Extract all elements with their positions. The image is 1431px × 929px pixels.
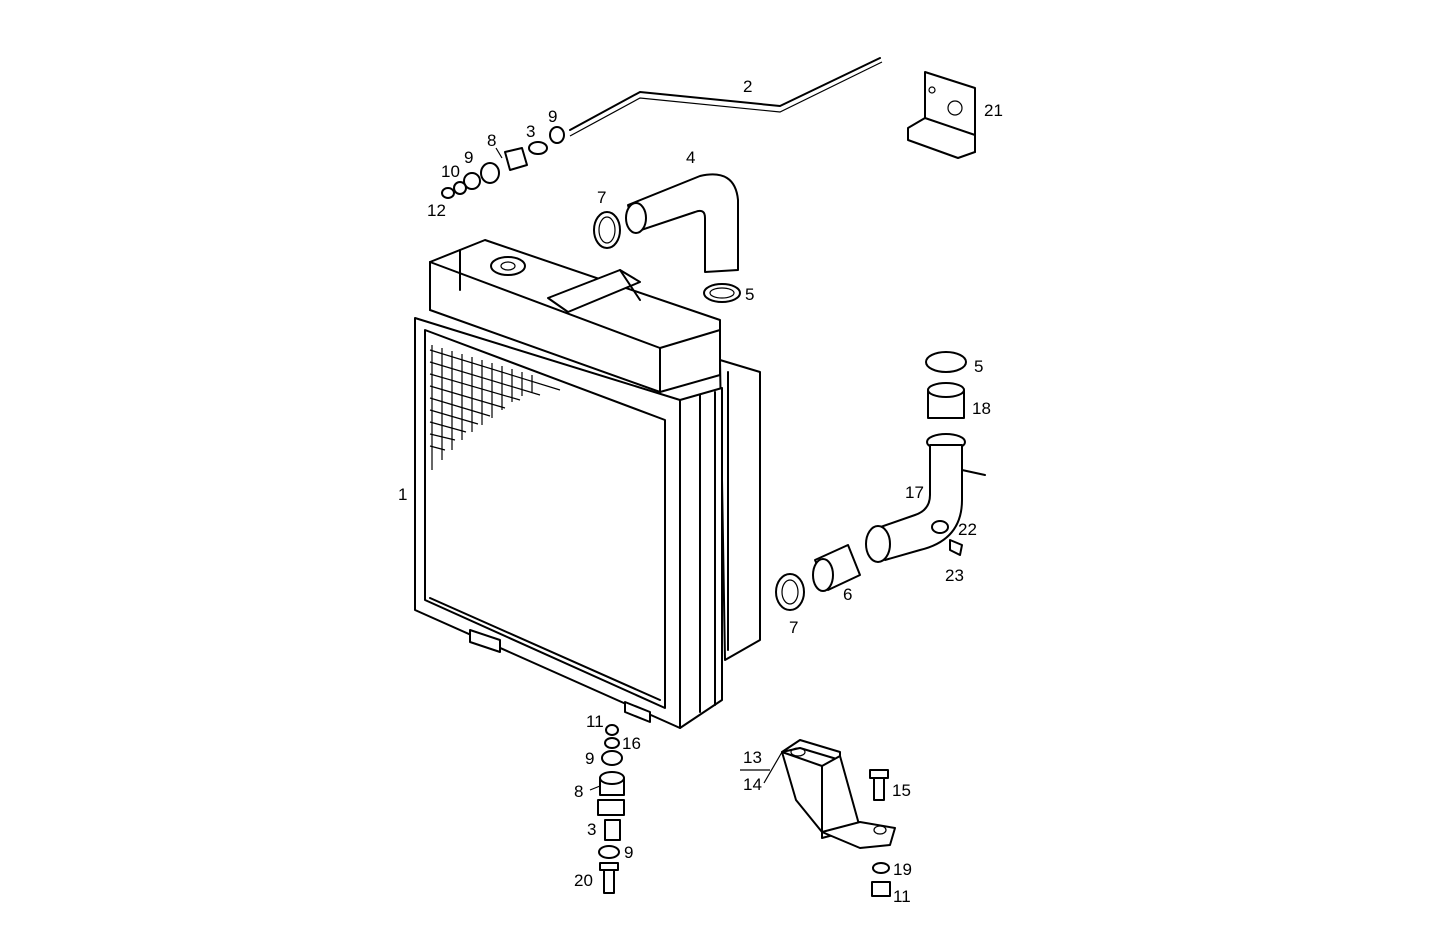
callout-1: 1 — [398, 485, 407, 504]
callout-9-mid: 9 — [464, 148, 473, 167]
callout-8-top: 8 — [487, 131, 496, 150]
callout-22: 22 — [958, 520, 977, 539]
callout-20: 20 — [574, 871, 593, 890]
tie-rod — [569, 57, 883, 137]
lower-hose — [775, 351, 986, 611]
callout-16: 16 — [622, 734, 641, 753]
callout-10: 10 — [441, 162, 460, 181]
callout-11-left: 11 — [586, 712, 604, 731]
upper-hose — [593, 173, 741, 303]
callout-9-top: 9 — [548, 107, 557, 126]
callout-23: 23 — [945, 566, 964, 585]
bracket-13-14 — [781, 739, 896, 897]
callout-3-lower: 3 — [587, 820, 596, 839]
leader-lines — [495, 147, 783, 791]
callout-7-bottom: 7 — [789, 618, 798, 637]
callout-13: 13 — [743, 748, 762, 767]
radiator-mesh — [429, 345, 561, 470]
callout-11-right: 11 — [893, 887, 911, 906]
callout-18: 18 — [972, 399, 991, 418]
callout-21: 21 — [984, 101, 1003, 120]
callout-9-lower: 9 — [585, 749, 594, 768]
callout-17: 17 — [905, 483, 924, 502]
callout-12: 12 — [427, 201, 446, 220]
callout-7-top: 7 — [597, 188, 606, 207]
callout-8-lower: 8 — [574, 782, 583, 801]
callout-4: 4 — [686, 148, 695, 167]
callout-14: 14 — [743, 775, 762, 794]
callout-5-right: 5 — [974, 357, 983, 376]
callout-19: 19 — [893, 860, 912, 879]
callout-2: 2 — [743, 77, 752, 96]
bottom-mount-stack — [597, 724, 625, 894]
radiator-body — [414, 239, 761, 729]
callout-5-top: 5 — [745, 285, 754, 304]
bracket-21 — [907, 71, 976, 159]
callout-6: 6 — [843, 585, 852, 604]
rod-fittings-top — [441, 126, 565, 199]
callout-3-top: 3 — [526, 122, 535, 141]
callout-9-bottom: 9 — [624, 843, 633, 862]
callouts: 1 2 9 3 8 9 10 12 4 7 5 21 5 18 17 22 23… — [398, 77, 1003, 906]
callout-15: 15 — [892, 781, 911, 800]
